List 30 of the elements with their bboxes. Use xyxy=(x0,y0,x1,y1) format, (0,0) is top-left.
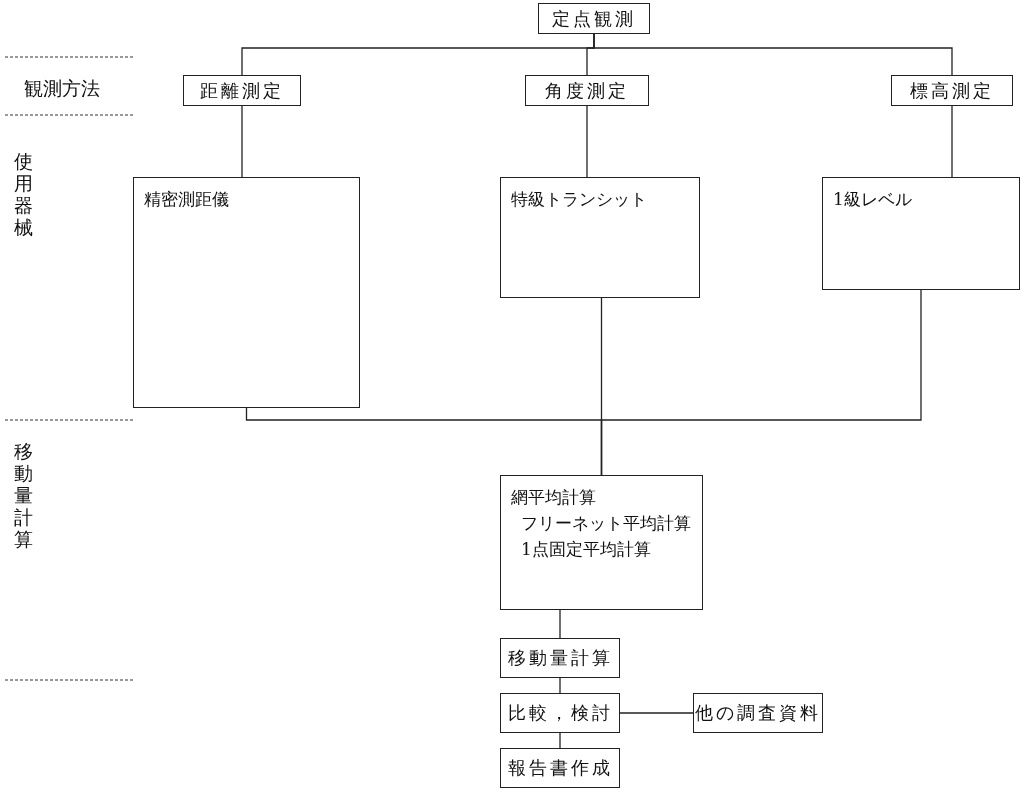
box-heading: 精密測距儀 xyxy=(144,188,230,211)
info-box xyxy=(822,177,1020,290)
info-box xyxy=(500,475,703,610)
info-box xyxy=(500,177,700,298)
process-box: 移動量計算 xyxy=(500,638,620,678)
connector-line xyxy=(951,105,953,178)
box-text: フリーネット平均計算 xyxy=(520,512,692,535)
process-box: 距離測定 xyxy=(183,75,301,106)
process-box: 定点観測 xyxy=(538,3,650,34)
box-heading: 1級レベル xyxy=(833,188,913,211)
process-box: 比較，検討 xyxy=(500,693,620,733)
process-box: 標高測定 xyxy=(891,75,1013,106)
connector-line xyxy=(559,609,561,639)
connector-line xyxy=(619,712,694,714)
row-label: 使用器械 xyxy=(14,150,34,238)
connector-line xyxy=(600,289,922,476)
connector-line xyxy=(559,677,561,694)
box-heading: 特級トランシット xyxy=(511,188,648,211)
connector-line xyxy=(593,33,953,76)
info-box xyxy=(133,177,360,408)
connector-line xyxy=(559,732,561,749)
process-box: 角度測定 xyxy=(525,75,649,106)
connector-line xyxy=(241,105,243,178)
process-box: 他の調査資料 xyxy=(693,693,823,733)
box-heading: 網平均計算 xyxy=(511,486,597,509)
row-label: 観測方法 xyxy=(24,76,100,101)
connector-line xyxy=(586,105,588,178)
box-text: 1点固定平均計算 xyxy=(520,538,652,561)
process-box: 報告書作成 xyxy=(500,748,620,788)
row-label: 移動量計算 xyxy=(14,440,34,550)
